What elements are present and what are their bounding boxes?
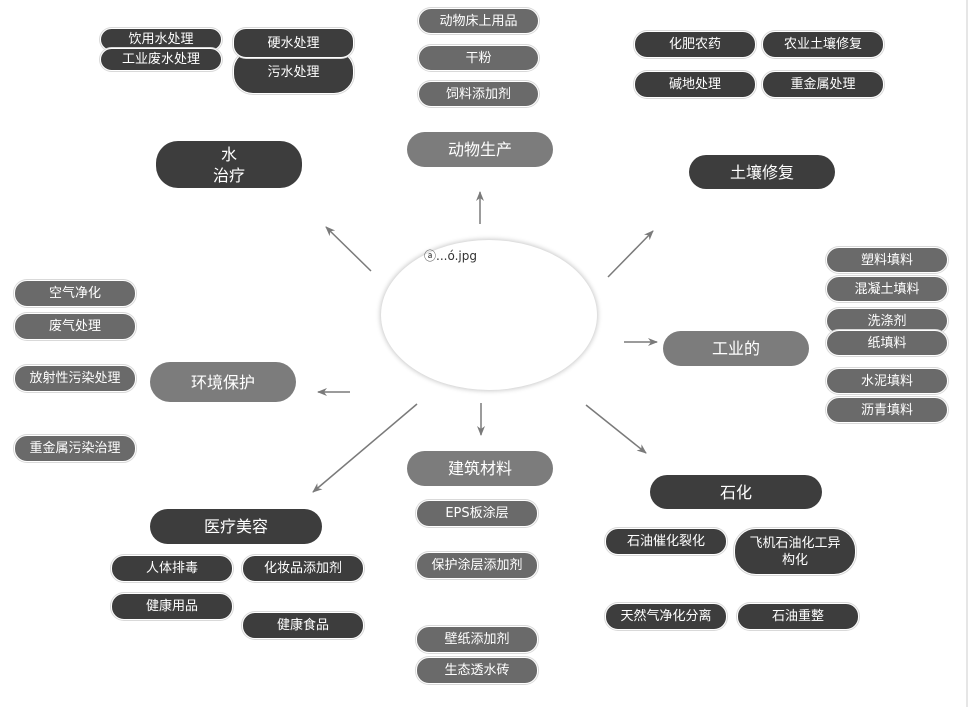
item-drinking-water-treatment: 饮用水处理 xyxy=(100,28,222,51)
center-image-label: ⓐ...ó.jpg xyxy=(424,249,477,263)
item-asphalt-filler: 沥青填料 xyxy=(826,397,948,423)
arrow-to-petrochemical xyxy=(585,404,647,454)
item-feed-additive: 饲料添加剂 xyxy=(418,81,539,107)
item-heavy-metal-pollution-control: 重金属污染治理 xyxy=(14,435,136,462)
item-concrete-filler: 混凝土填料 xyxy=(826,276,948,302)
page-edge-line xyxy=(966,0,968,707)
item-cement-filler: 水泥填料 xyxy=(826,368,948,394)
category-environmental-protection: 环境保护 xyxy=(150,362,296,402)
item-ecological-permeable-brick: 生态透水砖 xyxy=(416,657,538,684)
item-fertilizer-pesticide: 化肥农药 xyxy=(634,31,756,58)
item-aircraft-petrochemical-isomerization: 飞机石油化工异 构化 xyxy=(734,528,856,575)
item-protective-coating-additive: 保护涂层添加剂 xyxy=(416,552,538,579)
category-animal-production: 动物生产 xyxy=(407,132,553,167)
item-exhaust-gas-treatment: 废气处理 xyxy=(14,313,136,340)
item-heavy-metal-treatment: 重金属处理 xyxy=(762,71,884,98)
item-hard-water-treatment: 硬水处理 xyxy=(233,28,354,58)
category-water-treatment: 水 治疗 xyxy=(156,141,302,188)
category-medical-beauty: 医疗美容 xyxy=(150,509,322,544)
center-image-ellipse xyxy=(381,240,597,390)
category-building-materials: 建筑材料 xyxy=(407,451,553,486)
item-cosmetic-additive: 化妆品添加剂 xyxy=(242,555,364,582)
item-radioactive-pollution-treatment: 放射性污染处理 xyxy=(14,365,136,392)
item-health-products: 健康用品 xyxy=(111,593,233,620)
item-body-detox: 人体排毒 xyxy=(111,555,233,582)
category-soil-remediation: 土壤修复 xyxy=(689,155,835,189)
item-oil-reforming: 石油重整 xyxy=(737,603,859,630)
item-oil-catalytic-cracking: 石油催化裂化 xyxy=(605,528,727,555)
arrow-to-water-treatment xyxy=(325,226,372,272)
item-agricultural-soil-remediation: 农业土壤修复 xyxy=(762,31,884,58)
item-air-purification: 空气净化 xyxy=(14,280,136,307)
item-plastic-filler: 塑料填料 xyxy=(826,247,948,273)
item-dry-powder: 干粉 xyxy=(418,45,539,71)
item-natural-gas-purification: 天然气净化分离 xyxy=(605,603,727,630)
category-industrial: 工业的 xyxy=(663,331,809,366)
arrow-to-soil-remediation xyxy=(607,230,654,278)
arrow-to-medical-beauty xyxy=(312,403,418,493)
item-wallpaper-additive: 壁纸添加剂 xyxy=(416,626,538,653)
item-animal-bedding: 动物床上用品 xyxy=(418,8,539,34)
item-paper-filler: 纸填料 xyxy=(826,330,948,356)
item-alkali-land-treatment: 碱地处理 xyxy=(634,71,756,98)
item-health-food: 健康食品 xyxy=(242,612,364,639)
item-eps-board-coating: EPS板涂层 xyxy=(416,500,538,527)
category-petrochemical: 石化 xyxy=(650,475,822,509)
item-industrial-wastewater-treatment: 工业废水处理 xyxy=(100,48,222,71)
